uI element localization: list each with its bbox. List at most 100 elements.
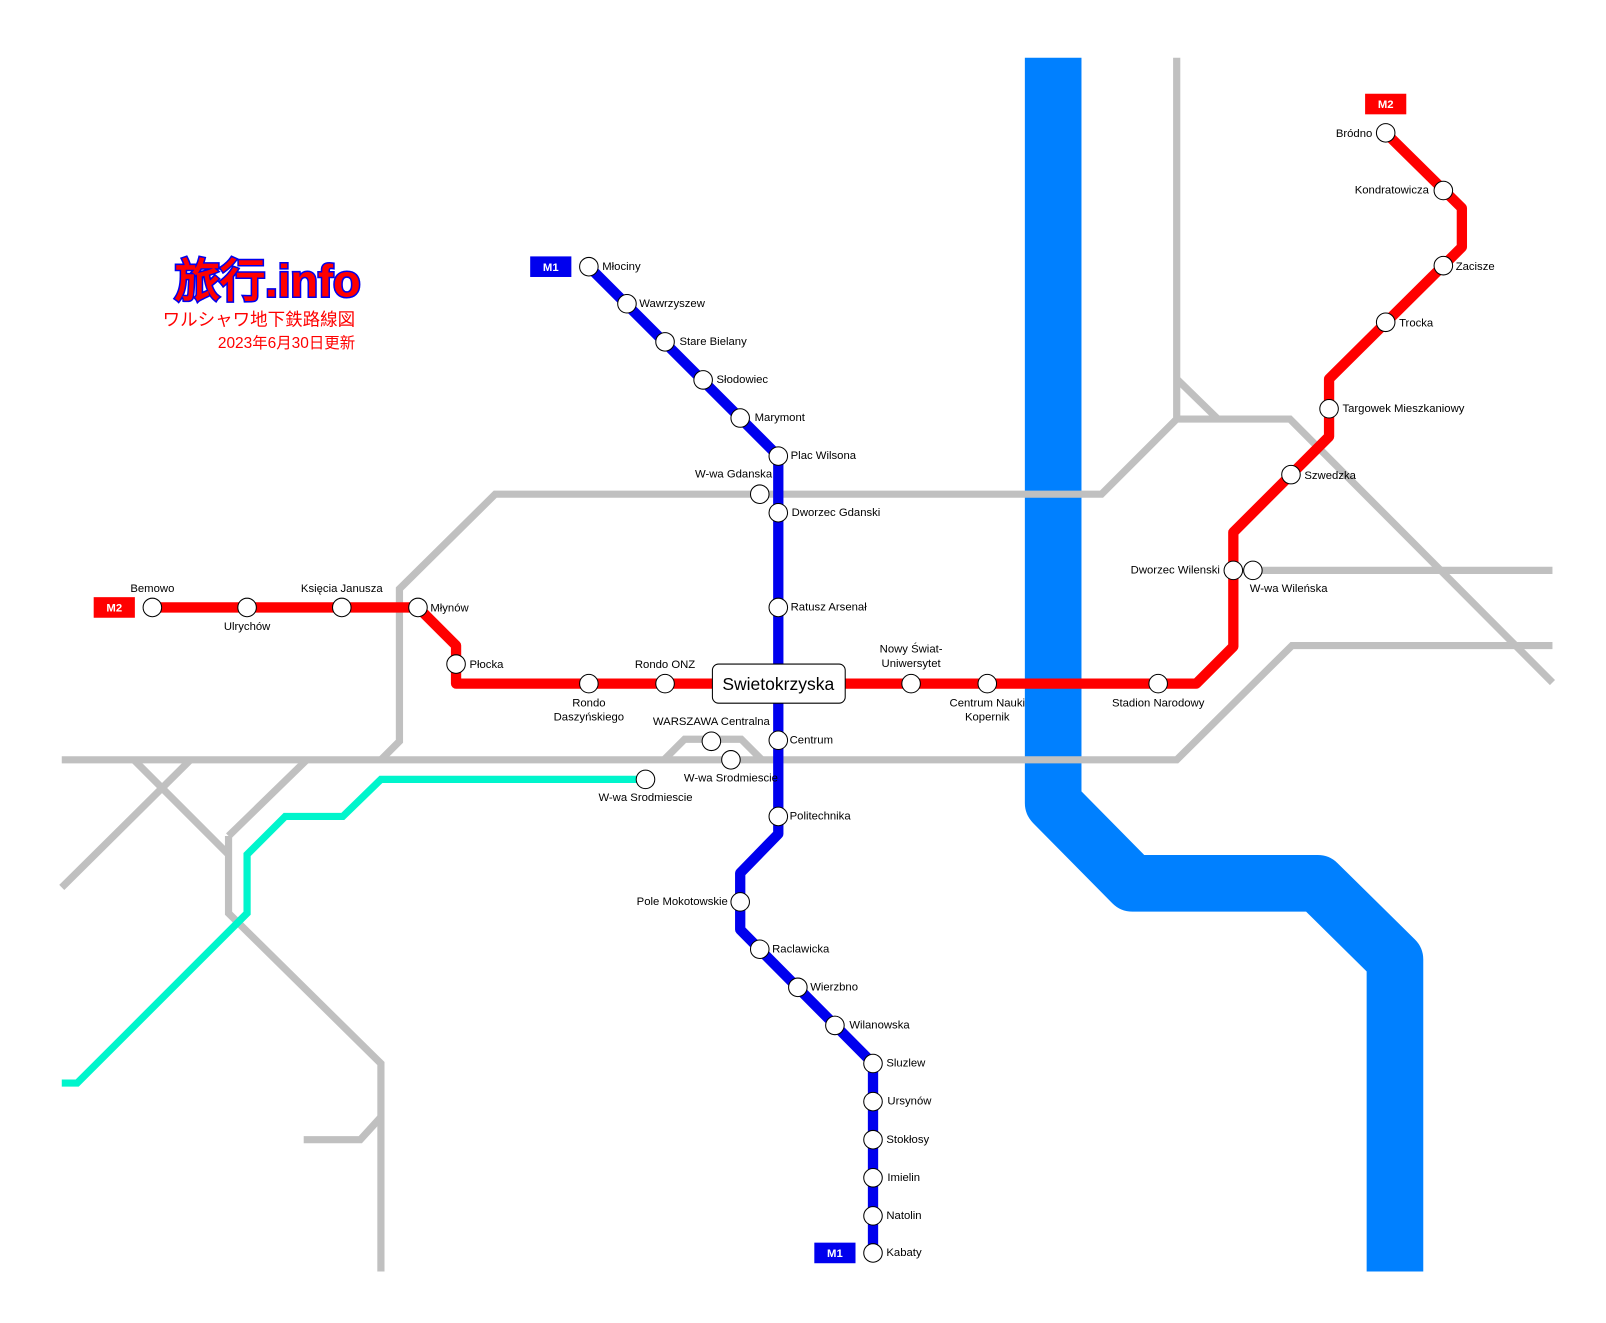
station-marker[interactable]	[237, 597, 257, 618]
station-marker[interactable]	[768, 597, 789, 618]
m1-station[interactable]: Wierzbno	[788, 977, 858, 998]
m2-badge-north: M2	[1365, 93, 1407, 115]
m2-station[interactable]: Księcia Janusza	[301, 583, 383, 618]
station-marker[interactable]	[1433, 255, 1454, 276]
station-marker[interactable]	[579, 256, 599, 277]
m1-station[interactable]: Marymont	[730, 408, 806, 428]
station-label: Politechnika	[790, 811, 852, 823]
m2-station[interactable]: Bemowo	[130, 583, 174, 618]
m2-station[interactable]: Rondo ONZ	[635, 659, 695, 694]
m1-station[interactable]: Słodowiec	[693, 370, 769, 390]
station-marker[interactable]	[825, 1015, 845, 1036]
m1-station[interactable]: Politechnika	[768, 806, 852, 827]
m1-station[interactable]: Kabaty	[863, 1243, 922, 1263]
m2-station[interactable]: Młynów	[408, 597, 470, 618]
station-marker[interactable]	[863, 1129, 883, 1150]
logo-text: 旅行.info	[175, 256, 361, 307]
m2-station[interactable]: Targowek Mieszkaniowy	[1319, 398, 1465, 419]
m2-station[interactable]: Dworzec Wilenski	[1131, 560, 1244, 581]
m1-station[interactable]: Stokłosy	[863, 1129, 930, 1150]
rail-station[interactable]: W-wa Wileńska	[1243, 560, 1329, 595]
station-label: Młynów	[430, 603, 469, 615]
station-marker[interactable]	[730, 892, 750, 912]
station-marker[interactable]	[768, 730, 789, 751]
m1-station[interactable]: Plac Wilsona	[768, 446, 857, 466]
station-marker[interactable]	[693, 370, 713, 390]
station-label: W-wa Gdanska	[695, 469, 773, 481]
rail-station[interactable]: W-wa Srodmiescie	[684, 750, 778, 785]
station-marker[interactable]	[1319, 398, 1339, 419]
rail-line-main	[61, 641, 1553, 764]
station-marker[interactable]	[1243, 560, 1263, 581]
m2-station[interactable]: Szwedzka	[1281, 464, 1357, 485]
station-marker[interactable]	[142, 597, 163, 618]
station-label: Ulrychów	[224, 621, 271, 633]
station-label: Plac Wilsona	[791, 450, 857, 462]
station-marker[interactable]	[332, 597, 352, 618]
m2-station[interactable]: Stadion Narodowy	[1112, 673, 1205, 709]
m2-station[interactable]: Bródno	[1336, 123, 1396, 143]
station-marker[interactable]	[768, 806, 789, 827]
m1-station[interactable]: Wilanowska	[825, 1015, 911, 1036]
station-label: Bródno	[1336, 128, 1372, 140]
station-marker[interactable]	[1223, 560, 1244, 581]
m1-station[interactable]: Stare Bielany	[655, 332, 747, 352]
station-marker[interactable]	[1433, 180, 1454, 201]
station-marker[interactable]	[617, 293, 637, 314]
station-marker[interactable]	[579, 673, 599, 694]
m1-station[interactable]: Sluzlew	[863, 1053, 926, 1074]
station-marker[interactable]	[408, 597, 428, 618]
station-label: Targowek Mieszkaniowy	[1342, 403, 1464, 415]
m1-station[interactable]: Raclawicka	[749, 939, 830, 960]
m2-station[interactable]: Trocka	[1375, 312, 1434, 333]
m1-station[interactable]: Centrum	[768, 730, 833, 751]
station-marker[interactable]	[863, 1206, 883, 1226]
m1-station[interactable]: Natolin	[863, 1206, 922, 1226]
station-marker[interactable]	[446, 654, 466, 674]
m1-badge-south: M1	[814, 1242, 856, 1264]
station-marker[interactable]	[863, 1091, 883, 1112]
station-marker[interactable]	[977, 673, 998, 694]
station-marker[interactable]	[749, 939, 770, 960]
m1-station[interactable]: Młociny	[579, 256, 641, 277]
rail-station[interactable]: W-wa Gdanska	[695, 469, 773, 504]
m1-station[interactable]: Wawrzyszew	[617, 293, 706, 314]
station-marker[interactable]	[863, 1053, 883, 1074]
m1-station[interactable]: Dworzec Gdanski	[768, 502, 880, 523]
svg-text:M2: M2	[1378, 99, 1394, 111]
m1-station[interactable]: Ratusz Arsenał	[768, 597, 867, 618]
station-marker[interactable]	[655, 332, 675, 352]
m1-station[interactable]: Ursynów	[863, 1091, 933, 1112]
m2-station[interactable]: Ulrychów	[224, 597, 271, 633]
station-marker[interactable]	[768, 446, 789, 466]
rail-line-sw	[59, 757, 193, 891]
station-marker[interactable]	[901, 673, 921, 694]
station-label: Wilanowska	[849, 1020, 910, 1032]
rail-station[interactable]: W-wa Srodmiescie	[598, 769, 693, 804]
m1-station[interactable]: Pole Mokotowskie	[637, 892, 750, 912]
station-marker[interactable]	[1375, 312, 1396, 333]
m2-station[interactable]: Kondratowicza	[1355, 180, 1454, 201]
station-marker[interactable]	[1375, 123, 1396, 143]
station-marker[interactable]	[655, 673, 675, 694]
station-marker[interactable]	[749, 484, 770, 504]
station-marker[interactable]	[1148, 673, 1168, 694]
m2-station[interactable]: Nowy Świat-Uniwersytet	[880, 643, 943, 694]
interchange-swietokrzyska[interactable]: Swietokrzyska	[711, 663, 846, 704]
station-marker[interactable]	[701, 731, 722, 752]
rail-station[interactable]: WARSZAWA Centralna	[653, 716, 771, 752]
station-marker[interactable]	[635, 769, 656, 790]
m1-station[interactable]: Imielin	[863, 1168, 920, 1188]
station-marker[interactable]	[1281, 464, 1301, 485]
station-marker[interactable]	[863, 1243, 883, 1263]
station-marker[interactable]	[730, 408, 750, 428]
station-marker[interactable]	[863, 1168, 883, 1188]
m2-station[interactable]: Płocka	[446, 654, 504, 674]
station-marker[interactable]	[788, 977, 808, 998]
station-marker[interactable]	[768, 502, 789, 523]
station-marker[interactable]	[721, 750, 741, 770]
m2-station[interactable]: Zacisze	[1433, 255, 1495, 276]
